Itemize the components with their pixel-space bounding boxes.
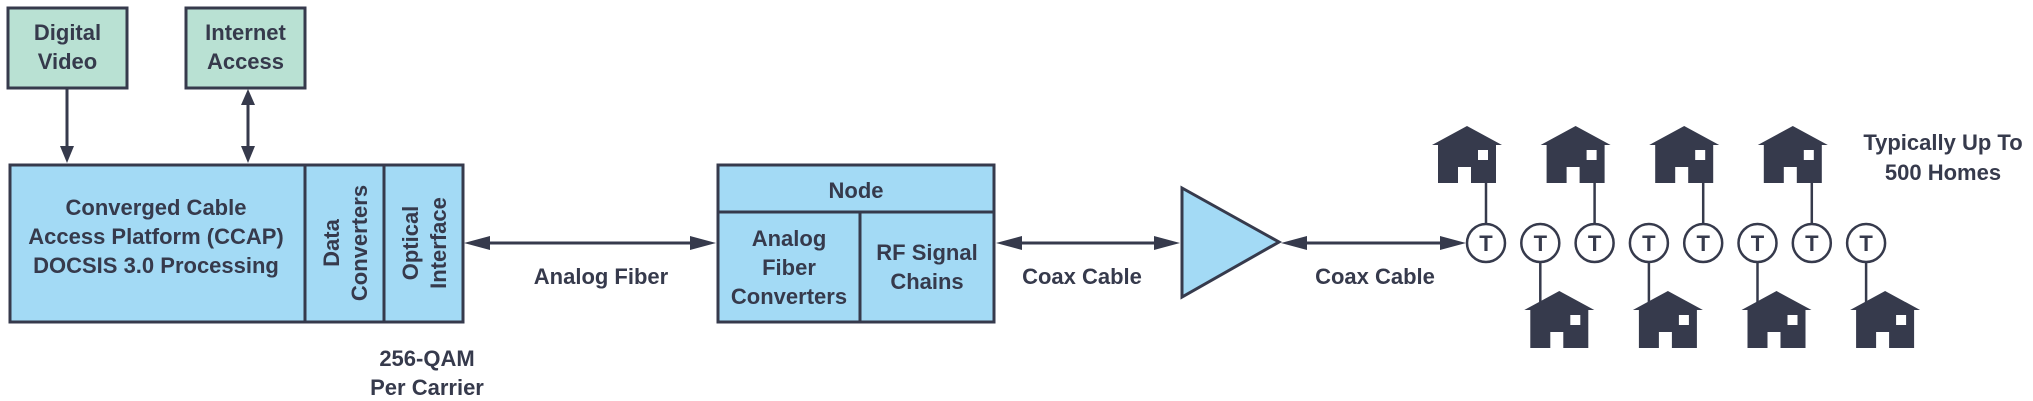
tap-label: T [1642,231,1656,256]
house-icon [1757,126,1828,183]
modulation-note-line2: Per Carrier [370,375,484,400]
tap-label: T [1805,231,1819,256]
arrowhead-left-icon [996,236,1022,250]
rf-label-line1: RF Signal [876,240,977,265]
ccap-label-line2: Access Platform (CCAP) [28,224,284,249]
tap-circle-icon [1465,222,1507,264]
digital-video-block: Digital Video [6,6,129,90]
tap-circle-icon [1737,222,1778,264]
arrowhead-down-icon [241,146,255,163]
tap-circle-icon [1520,222,1561,264]
svg-text:Interface: Interface [426,197,451,289]
house-icon [1850,291,1921,348]
house-icon [1524,291,1595,348]
node-box [716,163,996,324]
ccap-label-line3: DOCSIS 3.0 Processing [33,253,279,278]
internet-access-ccap-arrow [241,89,255,163]
tap-label: T [1534,231,1548,256]
internet-access-block: Internet Access [184,6,307,90]
tap-label: T [1588,231,1602,256]
house-window [1803,150,1814,160]
tap-label: T [1751,231,1765,256]
modulation-note-line1: 256-QAM [379,346,474,371]
house-icon [1741,291,1812,348]
house-window [1695,150,1706,160]
tap: T [1757,126,1833,264]
arrowhead-left-icon [1281,236,1307,250]
analog-fiber-label: Analog Fiber [534,264,669,289]
tap-label: T [1479,231,1493,256]
tap-label: T [1696,231,1710,256]
tap: T [1737,222,1812,348]
arrowhead-down-icon [60,146,74,163]
tap-circle-icon [1791,222,1833,264]
house-window [1678,315,1689,325]
optical-interface-label: Optical Interface [398,197,451,289]
afc-label-line1: Analog [752,226,827,251]
house-window [1586,150,1597,160]
ccap-label-line1: Converged Cable [66,195,247,220]
house-icon [1540,126,1611,183]
coax-cable-label-1: Coax Cable [1022,264,1142,289]
coax-cable-label-2: Coax Cable [1315,264,1435,289]
homes-note-line1: Typically Up To [1863,130,2022,155]
afc-label-line3: Converters [731,284,847,309]
digital-video-to-ccap-arrow [60,88,74,163]
data-converters-label: Data Converters [319,185,372,301]
tap-label: T [1859,231,1873,256]
internet-access-label-line1: Internet [205,20,286,45]
tap-circle-icon [1628,222,1670,264]
house-window [1478,150,1488,160]
ccap-box [8,163,465,324]
amplifier-triangle-icon [1180,185,1283,300]
arrowhead-right-icon [1440,236,1466,250]
node-block: Node Analog Fiber Converters RF Signal C… [716,163,996,324]
house-icon [1632,291,1703,348]
house-window [1570,315,1581,325]
digital-video-label-line1: Digital [34,20,101,45]
digital-video-label-line2: Video [38,49,98,74]
tap: T [1540,126,1615,264]
house-window [1896,315,1907,325]
svg-text:Data: Data [319,218,344,266]
homes-note-line2: 500 Homes [1885,160,2001,185]
house-icon [1649,126,1720,183]
ccap-block: Converged Cable Access Platform (CCAP) D… [8,163,484,400]
node-title: Node [829,178,884,203]
tap-circle-icon [1682,222,1724,264]
coax-link-1: Coax Cable [996,236,1180,289]
tap: T [1432,126,1507,264]
arrowhead-left-icon [464,236,490,250]
tap: T [1520,222,1595,348]
internet-access-label-line2: Access [207,49,284,74]
tap: T [1628,222,1703,348]
coax-link-2: Coax Cable [1281,236,1466,289]
tap-circle-icon [1574,222,1615,264]
digital-video-box [6,6,129,90]
arrowhead-up-icon [241,89,255,105]
internet-access-box [184,6,307,90]
tap: T [1845,222,1921,348]
house-window [1787,315,1798,325]
arrowhead-right-icon [1154,236,1180,250]
svg-text:Converters: Converters [347,185,372,301]
tap-circle-icon [1845,222,1887,264]
house-icon [1432,126,1502,183]
rf-label-line2: Chains [890,269,963,294]
analog-fiber-link: Analog Fiber [464,236,716,289]
arrowhead-right-icon [690,236,716,250]
afc-label-line2: Fiber [762,255,816,280]
svg-text:Optical: Optical [398,206,423,281]
tap: T [1649,126,1724,264]
